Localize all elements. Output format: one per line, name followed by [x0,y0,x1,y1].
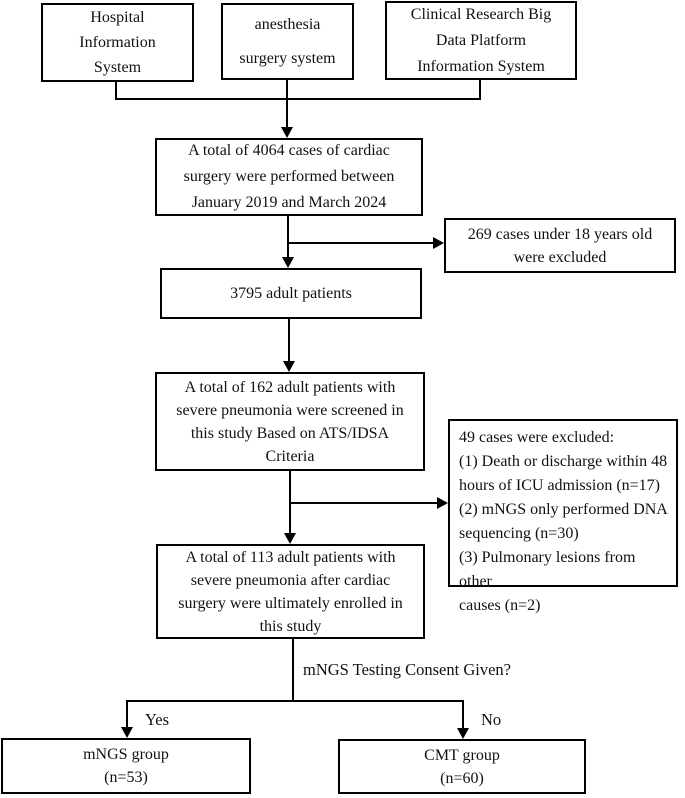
node-clinical-research-platform: Clinical Research Big Data Platform Info… [385,1,577,80]
no-label: No [481,710,502,729]
arrowhead-into-49 [437,497,448,509]
connector-yes-branch [126,700,128,728]
connector-top-merge [115,98,481,100]
node-adult-3795: 3795 adult patients [160,268,422,319]
yes-label: Yes [145,710,170,729]
node-screened-162: A total of 162 adult patients with sever… [155,372,425,471]
node-hospital-information-system: Hospital Information System [41,3,194,82]
consent-question-label: mNGS Testing Consent Given? [303,660,511,679]
connector-merge-stem [286,79,288,128]
arrowhead-into-cmt [457,728,469,739]
arrowhead-into-113 [284,533,296,544]
connector-hospital-stub [115,81,117,99]
node-anesthesia-surgery-system: anesthesia surgery system [221,3,354,80]
connector-no-branch [462,700,464,729]
node-cmt-group: CMT group (n=60) [338,739,586,794]
connector-4064-to-3795 [287,215,289,258]
node-total-4064-cases: A total of 4064 cases of cardiac surgery… [155,138,423,216]
node-excluded-269: 269 cases under 18 years old were exclud… [444,218,676,273]
arrowhead-into-162 [283,361,295,372]
connector-branch-49 [289,502,437,504]
arrowhead-into-mngs [121,727,133,738]
connector-3795-to-162 [288,318,290,362]
arrowhead-into-269 [433,237,444,249]
node-enrolled-113: A total of 113 adult patients with sever… [156,544,425,639]
connector-113-to-split [292,638,294,702]
node-excluded-49: 49 cases were excluded: (1) Death or dis… [448,419,678,614]
node-mngs-group: mNGS group (n=53) [1,738,251,794]
connector-branch-269 [287,242,434,244]
arrowhead-into-3795 [282,257,294,268]
connector-split [126,700,464,702]
arrowhead-into-4064 [281,127,293,138]
connector-clinical-stub [479,79,481,99]
